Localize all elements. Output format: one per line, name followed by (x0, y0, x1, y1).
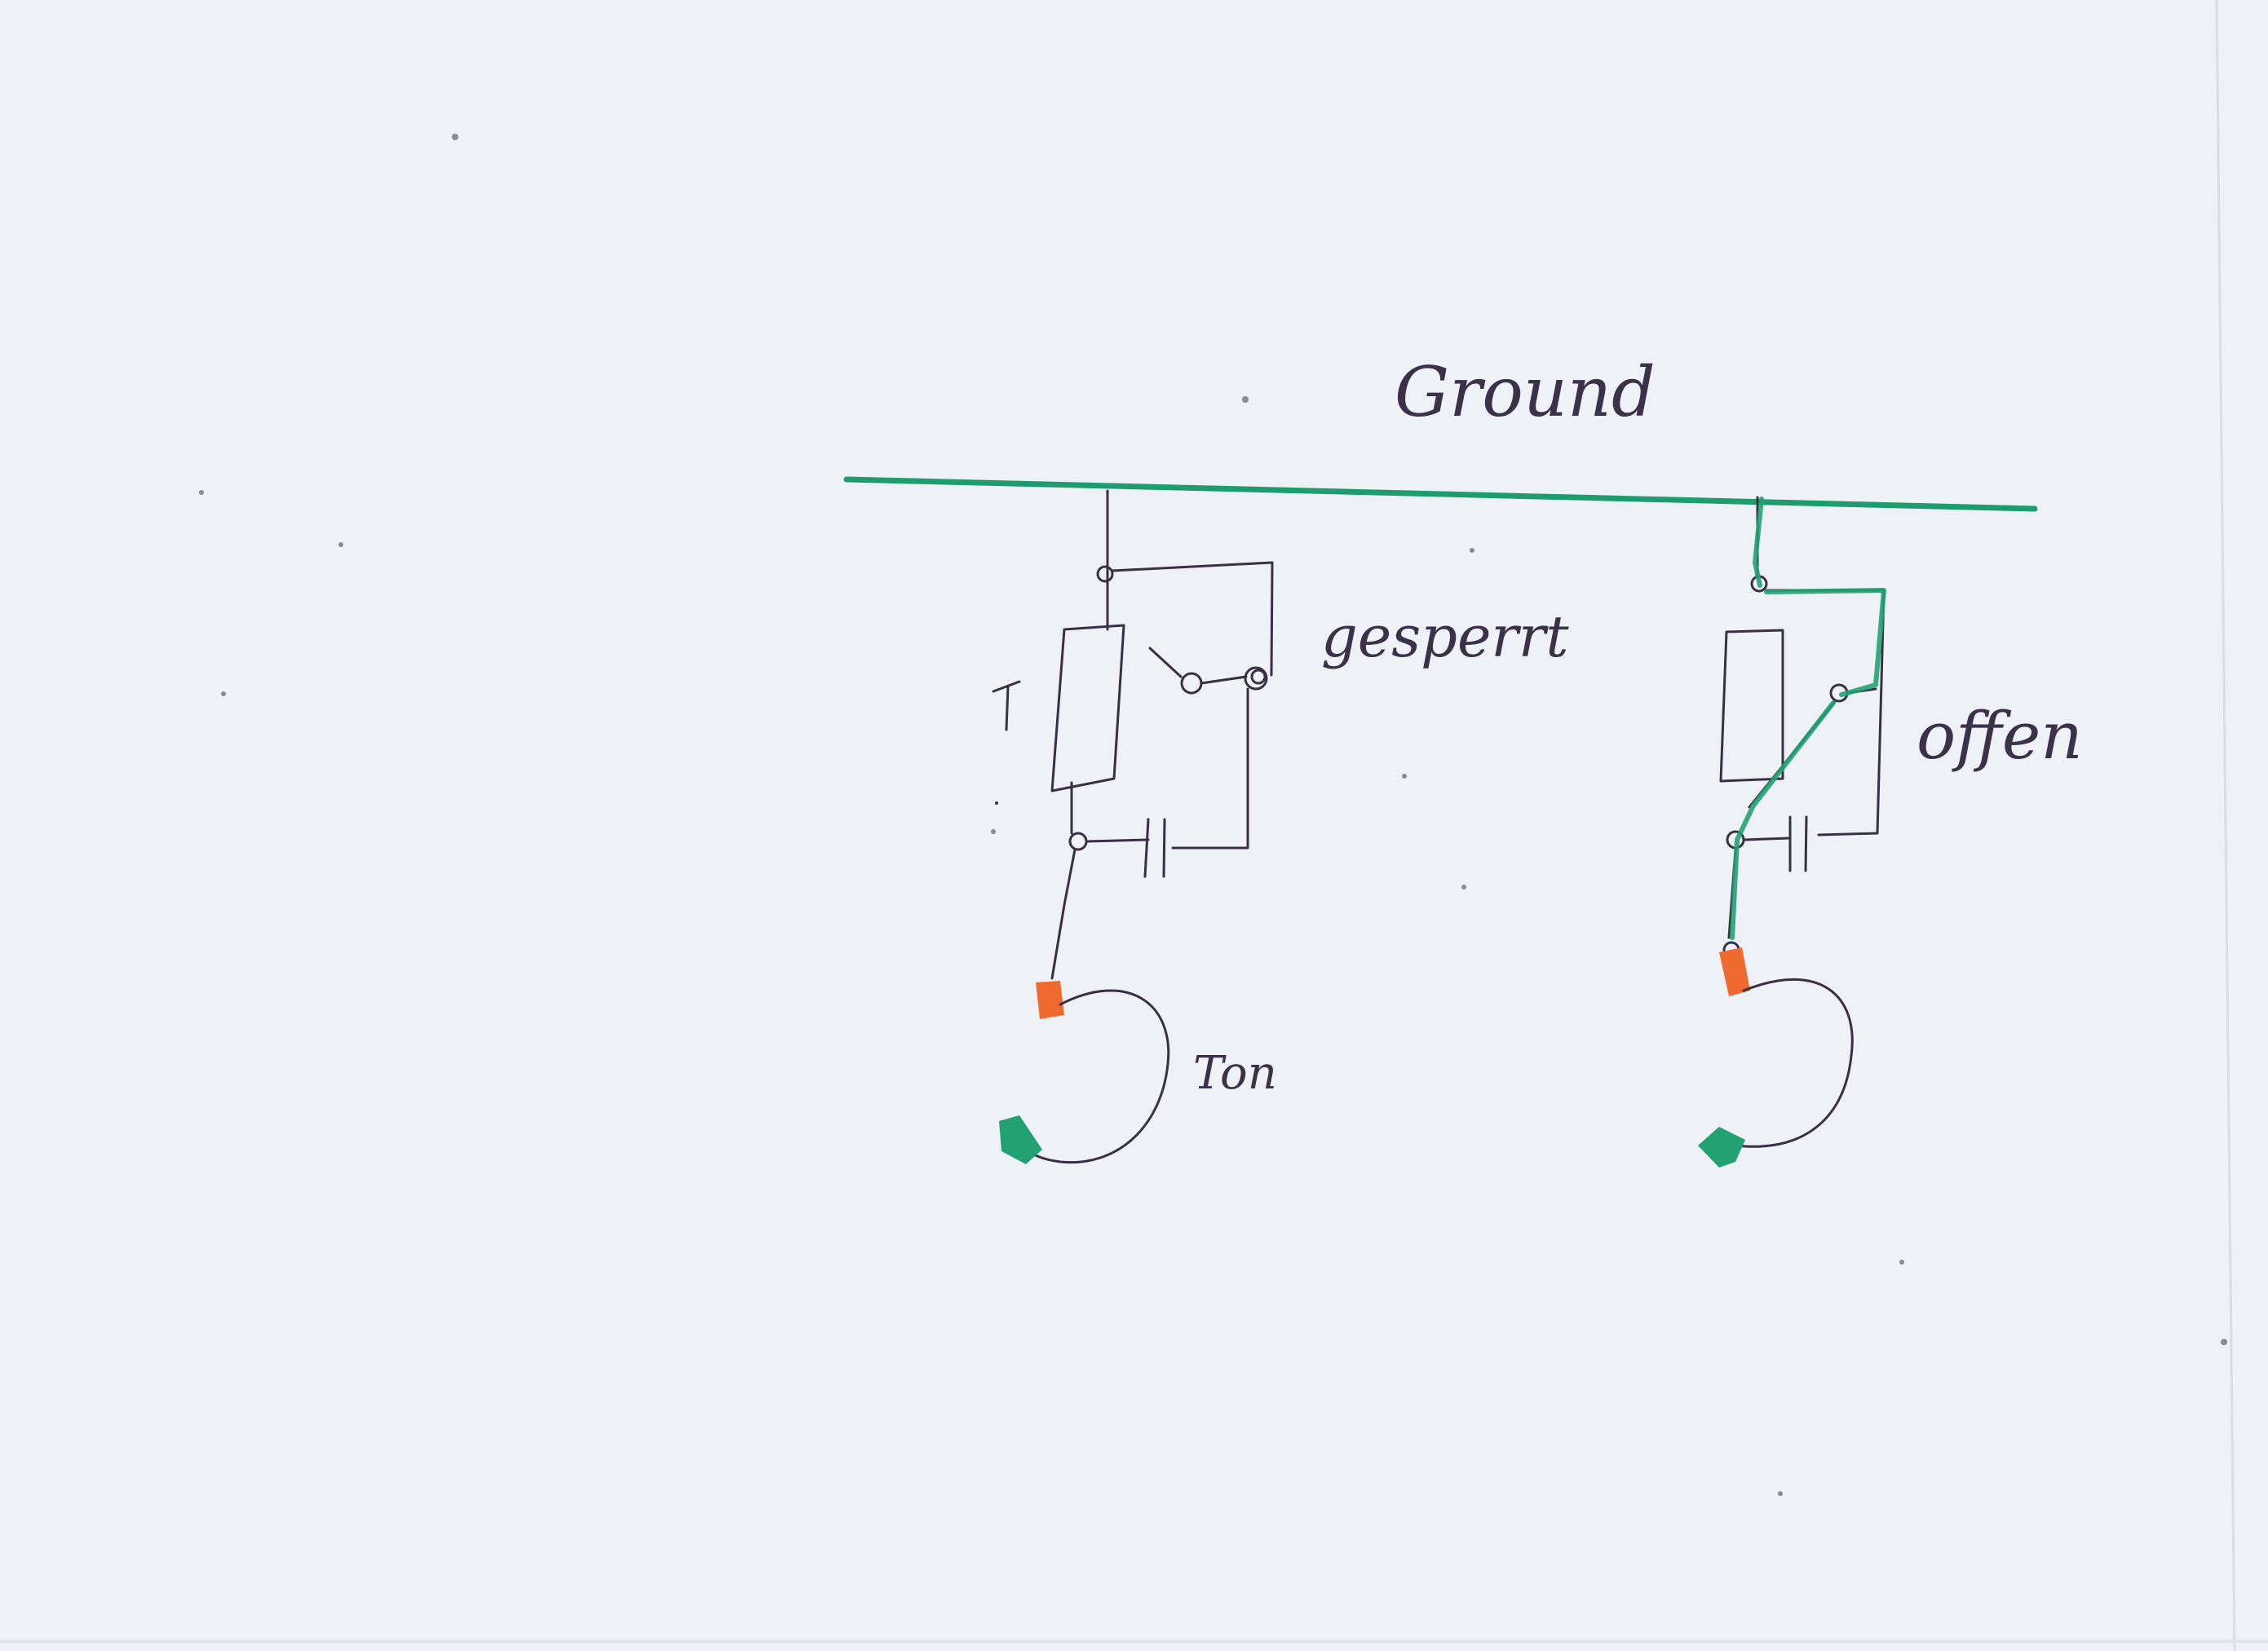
left-top-bus (1111, 561, 1274, 677)
right-orange-pad (1719, 947, 1750, 996)
left-green-pad (999, 1115, 1042, 1164)
right-loop-wire (1711, 978, 1854, 1148)
left-state-label: gesperrt (1321, 603, 1569, 670)
left-bottom-node (1068, 832, 1088, 851)
left-right-branch (1171, 687, 1249, 850)
scan-edge-right (2215, 0, 2236, 1651)
left-fixed-contact (1244, 666, 1268, 691)
left-capacitor-plates (1143, 818, 1166, 878)
left-circuit: Ton gesperrt (992, 489, 1569, 1164)
right-coil-body (1719, 629, 1784, 783)
left-top-node (1096, 565, 1114, 583)
left-contact-link (1200, 675, 1248, 685)
left-fixed-contact-inner (1250, 669, 1267, 685)
left-coil-body (1050, 624, 1125, 792)
right-state-label: offen (1917, 698, 2083, 774)
left-down-lead (1050, 848, 1077, 980)
right-circuit: offen (1698, 496, 2083, 1168)
left-switch-contact (1180, 672, 1203, 695)
left-armature-t (992, 680, 1021, 731)
right-current-path (1730, 497, 1886, 940)
left-loop-wire (1011, 989, 1170, 1164)
tone-label: Ton (1193, 1047, 1277, 1100)
paper-specks (199, 134, 2227, 1496)
ground-label: Ground (1395, 352, 1656, 432)
right-capacitor-plates (1788, 815, 1808, 872)
left-orange-pad (1036, 981, 1064, 1019)
right-cap-lead (1744, 837, 1792, 841)
right-green-pad (1698, 1127, 1745, 1168)
left-switch-blade (1148, 647, 1183, 678)
left-dot (995, 801, 998, 805)
left-cap-lead (1085, 838, 1150, 843)
ground-rail (843, 476, 2038, 512)
